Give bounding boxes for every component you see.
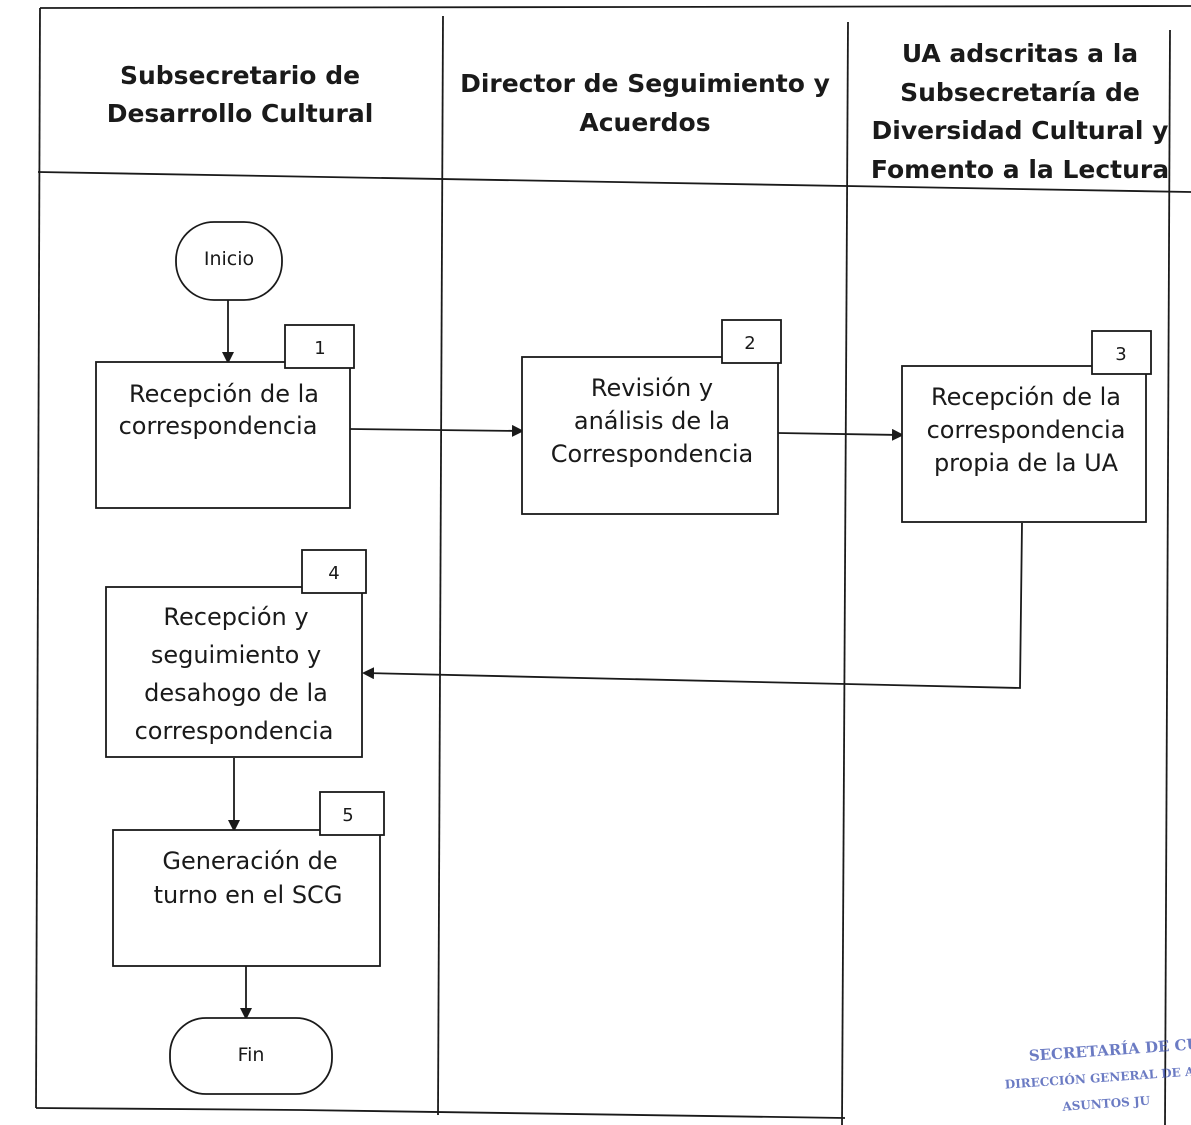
step-label-line: desahogo de la (144, 679, 328, 707)
process-step-2: 2 Revisión y análisis de la Corresponden… (521, 319, 782, 515)
process-step-5: 5 Generación de turno en el SCG (112, 791, 385, 967)
lane-header-subsecretario: Subsecretario de Desarrollo Cultural (107, 61, 374, 128)
step-number: 5 (342, 805, 353, 826)
arrow-1-to-2 (349, 424, 524, 437)
swimlane-grid (35, 5, 1191, 1125)
end-label: Fin (238, 1044, 265, 1066)
lane-header-line: Subsecretaría de (900, 78, 1140, 107)
step-number: 4 (328, 563, 339, 584)
step-label-line: Recepción y (163, 603, 308, 631)
step-label-line: análisis de la (574, 407, 730, 435)
lane-header-line: Desarrollo Cultural (107, 99, 374, 128)
step-number: 2 (744, 333, 755, 354)
step-label-line: Recepción de la (129, 380, 319, 408)
process-step-4: 4 Recepción y seguimiento y desahogo de … (105, 549, 367, 758)
stamp-line: SECRETARÍA DE CULTU (1028, 1033, 1191, 1065)
stamp-line: ASUNTOS JU (1061, 1094, 1151, 1114)
step-label-line: correspondencia (927, 416, 1126, 444)
arrow-2-to-3 (777, 428, 904, 441)
step-number: 3 (1115, 344, 1126, 365)
step-number-tab (1091, 330, 1152, 375)
lane-header-line: Subsecretario de (120, 61, 360, 90)
step-label-line: Generación de (162, 847, 337, 875)
step-number-tab (721, 319, 782, 364)
lane-header-director: Director de Seguimiento y Acuerdos (460, 69, 830, 137)
step-label-line: correspondencia (135, 717, 334, 745)
step-label-line: Correspondencia (551, 440, 753, 468)
step-number: 1 (314, 338, 325, 359)
step-label-line: Recepción de la (931, 383, 1121, 411)
lane-header-line: Director de Seguimiento y (460, 69, 830, 98)
step-number-tab (284, 324, 355, 369)
step-label-line: turno en el SCG (154, 881, 343, 909)
step-label-line: propia de la UA (934, 449, 1119, 477)
process-step-3: 3 Recepción de la correspondencia propia… (901, 330, 1152, 523)
arrow-3-to-4 (362, 522, 1023, 689)
connectors (222, 300, 1023, 1020)
process-step-1: 1 Recepción de la correspondencia (95, 324, 355, 509)
start-terminator: Inicio (175, 221, 283, 301)
official-stamp: SECRETARÍA DE CULTU DIRECCIÓN GENERAL DE… (1004, 1033, 1191, 1114)
lane-header-line: Fomento a la Lectura (871, 155, 1169, 184)
step-label-line: Revisión y (591, 374, 713, 402)
lane-header-line: UA adscritas a la (902, 39, 1138, 68)
lane-header-line: Diversidad Cultural y (872, 116, 1169, 145)
end-terminator: Fin (169, 1017, 333, 1095)
lane-header-ua: UA adscritas a la Subsecretaría de Diver… (871, 39, 1169, 184)
step-number-tab (301, 549, 367, 594)
lane-header-line: Acuerdos (579, 108, 710, 137)
step-label-line: seguimiento y (151, 641, 321, 669)
step-label-line: correspondencia (119, 412, 318, 440)
start-label: Inicio (204, 248, 254, 270)
step-number-tab (319, 791, 385, 836)
